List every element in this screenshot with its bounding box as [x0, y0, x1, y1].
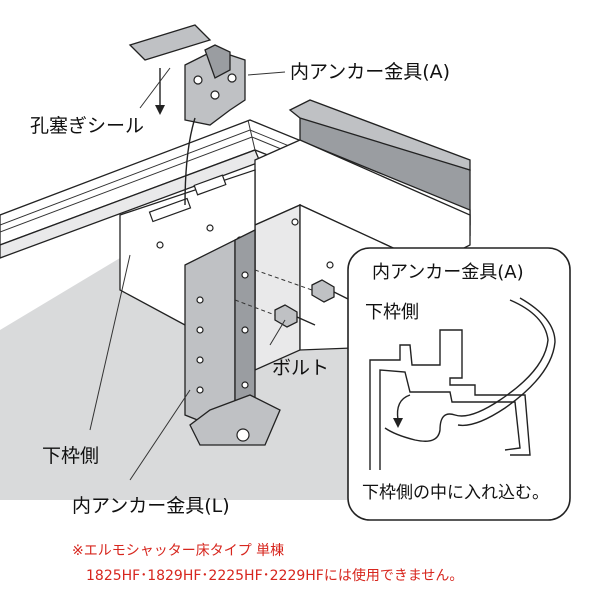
- inset-arrow-head: [393, 418, 403, 428]
- anchor-bracket-a: [184, 44, 246, 206]
- frame-block-top: [288, 99, 471, 171]
- hole-seal-strip: [128, 24, 212, 61]
- leader-anchor-l: [129, 389, 191, 481]
- rail-slot: [193, 174, 227, 196]
- inset-detail: 内アンカー金具(A) 下枠側 下枠側の中に入れ込む。: [347, 247, 571, 521]
- label-lower-frame-side: 下枠側: [42, 445, 99, 467]
- label-anchor-l: 内アンカー金具(L): [72, 495, 230, 517]
- label-bolt: ボルト: [272, 357, 329, 379]
- bolt-guide: [234, 299, 276, 316]
- inset-frame-inner: [379, 369, 521, 470]
- seal-arrow-head: [155, 105, 165, 115]
- rail-hole: [156, 241, 164, 249]
- anchor-bracket-l: [184, 228, 281, 446]
- inset-caption: 下枠側の中に入れ込む。: [362, 483, 549, 503]
- inset-anchor-profile: [384, 299, 549, 442]
- note-line-2: 1825HF･1829HF･2225HF･2229HFには使用できません。: [86, 567, 463, 584]
- bolt-guide: [254, 269, 313, 291]
- rail-hole: [206, 224, 214, 232]
- inset-title: 内アンカー金具(A): [372, 262, 524, 283]
- label-anchor-a: 内アンカー金具(A): [290, 61, 450, 83]
- inset-lower-frame-side: 下枠側: [365, 302, 419, 323]
- leader-seal: [139, 67, 171, 109]
- label-seal: 孔塞ぎシール: [30, 115, 144, 137]
- inset-anchor-profile-2: [457, 297, 556, 427]
- note-line-1: ※エルモシャッター床タイプ 単棟: [72, 543, 284, 559]
- leader-anchor-a: [247, 71, 286, 76]
- inset-arrow: [396, 394, 411, 421]
- leader-lower-frame: [89, 254, 131, 431]
- rail-slot: [148, 197, 192, 223]
- leader-bolt: [269, 319, 286, 346]
- inset-frame-profile: [369, 329, 531, 470]
- bolt-1: [274, 304, 316, 328]
